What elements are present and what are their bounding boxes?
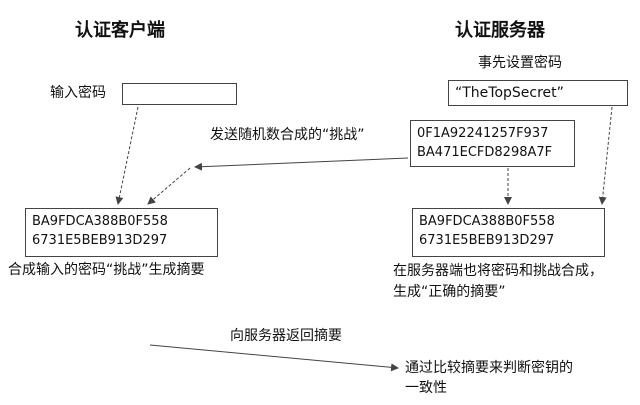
arrow-return-digest (149, 344, 399, 372)
client-digest-line-2: 6731E5BEB913D297 (32, 233, 168, 248)
password-label: 输入密码 (50, 85, 106, 101)
server-digest-line-1: BA9FDCA388B0F558 (419, 214, 555, 229)
challenge-line-1: 0F1A92241257F937 (417, 126, 549, 141)
preset-password-label: 事先设置密码 (478, 55, 562, 71)
client-digest-caption: 合成输入的密码“挑战”生成摘要 (8, 262, 205, 278)
send-challenge-label: 发送随机数合成的“挑战” (210, 127, 365, 143)
return-digest-label: 向服务器返回摘要 (230, 328, 342, 344)
arrow-challenge-to-client-digest (147, 167, 191, 205)
client-digest-line-1: BA9FDCA388B0F558 (32, 214, 168, 229)
server-digest-caption-line-2: 生成“正确的摘要” (393, 284, 506, 300)
preset-password-box: “TheTopSecret” (448, 80, 628, 106)
challenge-box: 0F1A92241257F937 BA471ECFD8298A7F (410, 120, 575, 167)
arrow-send-challenge (194, 157, 409, 171)
compare-line-2: 一致性 (405, 380, 447, 396)
server-digest-caption-line-1: 在服务器端也将密码和挑战合成， (393, 263, 603, 279)
server-digest-box: BA9FDCA388B0F558 6731E5BEB913D297 (412, 208, 605, 257)
arrow-password-to-client-digest (115, 106, 139, 205)
server-title: 认证服务器 (455, 20, 545, 41)
client-title: 认证客户端 (75, 20, 165, 41)
server-digest-line-2: 6731E5BEB913D297 (419, 233, 555, 248)
compare-line-1: 通过比较摘要来判断密钥的 (405, 360, 573, 376)
challenge-line-2: BA471ECFD8298A7F (417, 145, 553, 160)
password-input-box (122, 83, 237, 105)
arrow-preset-to-server-digest (598, 106, 613, 205)
client-digest-box: BA9FDCA388B0F558 6731E5BEB913D297 (25, 208, 218, 257)
